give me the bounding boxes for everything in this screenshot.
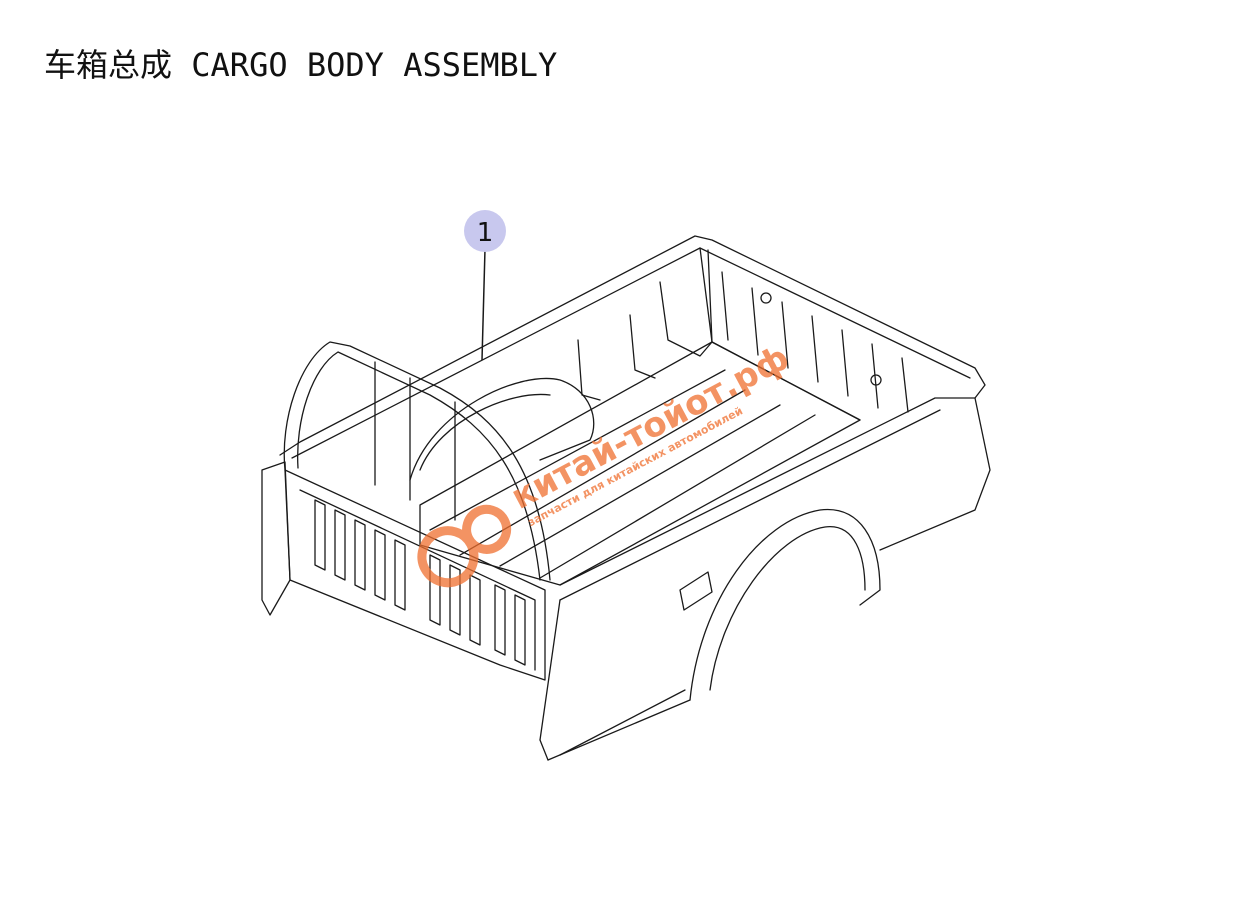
rear-corner-left (261, 461, 291, 616)
side-panel-lower (547, 699, 691, 761)
bed-floor (419, 341, 861, 586)
wheel-well-inner (409, 377, 595, 481)
callout-bubble (464, 210, 506, 252)
callout-1: 1 (464, 210, 506, 361)
callout-label: 1 (477, 218, 494, 248)
tailgate-ribs (314, 499, 526, 666)
bed-top-rail-right (279, 235, 986, 456)
watermark-brand: китай-тойот.рф (505, 338, 796, 518)
fuel-door (679, 571, 713, 611)
side-panel-right (559, 397, 991, 586)
page-title: 车箱总成 CARGO BODY ASSEMBLY (44, 46, 558, 84)
roll-bar (283, 341, 551, 581)
watermark-logo-icon (417, 526, 479, 588)
wheel-arch (689, 508, 881, 701)
bulkhead-ribs (721, 271, 909, 413)
callout-leader-line (481, 248, 486, 361)
